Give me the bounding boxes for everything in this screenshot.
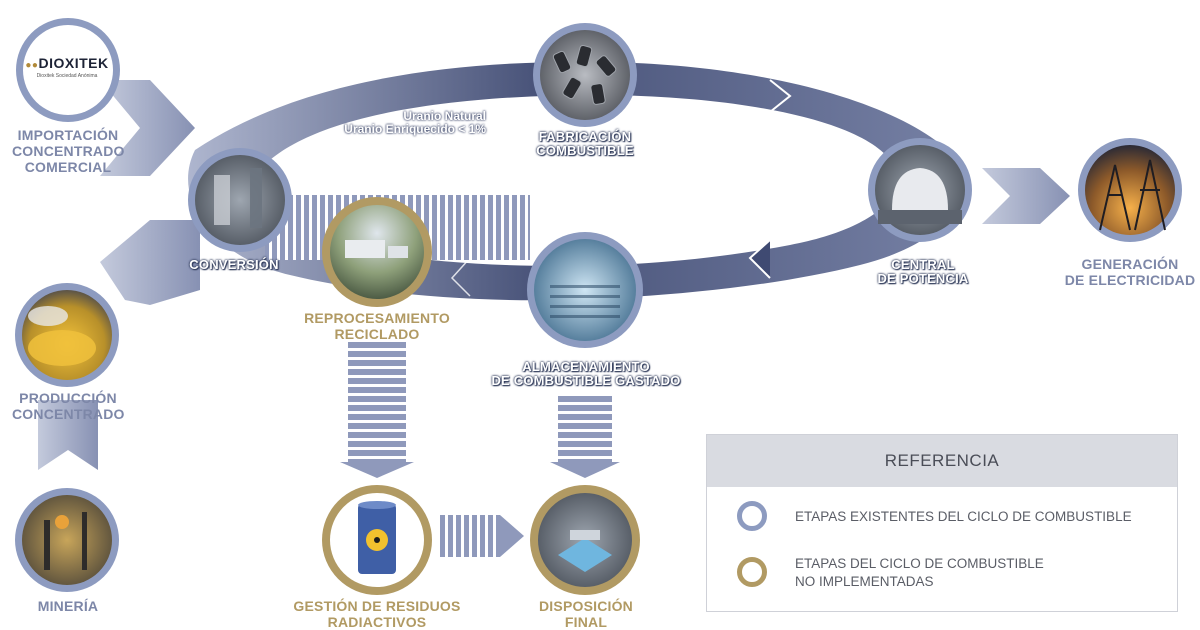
label-central-line1: CENTRAL <box>891 257 955 272</box>
arrow-importacion-to-conversion <box>100 80 195 176</box>
legend-not-implemented-text: ETAPAS DEL CICLO DE COMBUSTIBLE NO IMPLE… <box>795 555 1044 591</box>
label-reprocesamiento: REPROCESAMIENTO RECICLADO <box>300 310 454 342</box>
legend-row-not-implemented: ETAPAS DEL CICLO DE COMBUSTIBLE NO IMPLE… <box>737 553 1167 593</box>
legend-row-existing: ETAPAS EXISTENTES DEL CICLO DE COMBUSTIB… <box>737 501 1167 541</box>
logo-tagline: Dioxitek Sociedad Anónima <box>36 73 98 79</box>
label-almacenamiento-line1: ALMACENAMIENTO <box>522 359 650 374</box>
label-generacion: GENERACIÓN DE ELECTRICIDAD <box>1064 256 1196 288</box>
label-produccion-line1: PRODUCCIÓN <box>19 390 117 406</box>
label-almacenamiento-line2: DE COMBUSTIBLE GASTADO <box>491 373 681 388</box>
label-mineria-line1: MINERÍA <box>37 598 99 614</box>
arrow-mineria-to-produccion <box>38 400 98 470</box>
dioxitek-logo: ●●DIOXITEK Dioxitek Sociedad Anónima <box>20 56 114 80</box>
label-generacion-line2: DE ELECTRICIDAD <box>1064 272 1196 288</box>
stage-gestion-circle <box>322 485 432 595</box>
legend-not-implemented-line1: ETAPAS DEL CICLO DE COMBUSTIBLE <box>795 556 1044 571</box>
label-produccion-line2: CONCENTRADO <box>12 406 125 422</box>
label-fabricacion-line2: COMBUSTIBLE <box>536 143 634 158</box>
ring-text-natural: Uranio Natural <box>403 109 486 123</box>
stage-generacion-circle <box>1078 138 1182 242</box>
label-disposicion-line1: DISPOSICIÓN <box>539 598 633 614</box>
arrow-central-to-generacion <box>982 168 1070 224</box>
label-generacion-line1: GENERACIÓN <box>1081 256 1179 272</box>
stage-almacenamiento-circle <box>527 232 643 348</box>
stage-produccion-circle <box>15 283 119 387</box>
legend-not-implemented-line2: NO IMPLEMENTADAS <box>795 574 934 589</box>
arrow-almacenamiento-to-disposicion <box>550 395 620 478</box>
label-gestion-line2: RADIACTIVOS <box>327 614 427 630</box>
label-central-line2: DE POTENCIA <box>877 271 969 286</box>
stage-mineria-circle <box>15 488 119 592</box>
legend-blue-ring-icon <box>737 501 767 531</box>
logo-dots-icon: ●● <box>25 60 39 71</box>
label-disposicion-line2: FINAL <box>564 614 608 630</box>
label-produccion: PRODUCCIÓN CONCENTRADO <box>12 390 124 422</box>
label-conversion-line1: CONVERSIÓN <box>189 257 279 272</box>
arrow-reprocesamiento-to-gestion <box>340 342 414 478</box>
label-importacion: IMPORTACIÓN CONCENTRADO COMERCIAL <box>12 127 124 175</box>
label-conversion: CONVERSIÓN <box>178 258 290 272</box>
stage-central-circle <box>868 138 972 242</box>
stage-fabricacion-circle <box>533 23 637 127</box>
label-reprocesamiento-line2: RECICLADO <box>334 326 420 342</box>
label-almacenamiento: ALMACENAMIENTO DE COMBUSTIBLE GASTADO <box>478 360 694 388</box>
arrow-produccion-to-conversion <box>100 220 200 305</box>
legend-gold-ring-icon <box>737 557 767 587</box>
arrow-gestion-to-disposicion <box>440 515 524 557</box>
logo-brand: DIOXITEK <box>38 55 109 71</box>
label-central: CENTRAL DE POTENCIA <box>868 258 978 286</box>
label-importacion-line2: CONCENTRADO <box>12 143 125 159</box>
legend-box: REFERENCIA ETAPAS EXISTENTES DEL CICLO D… <box>706 434 1178 612</box>
label-importacion-line3: COMERCIAL <box>24 159 112 175</box>
stage-disposicion-circle <box>530 485 640 595</box>
legend-title: REFERENCIA <box>707 435 1177 487</box>
label-importacion-line1: IMPORTACIÓN <box>17 127 119 143</box>
label-disposicion: DISPOSICIÓN FINAL <box>528 598 644 630</box>
label-fabricacion-line1: FABRICACIÓN <box>538 129 632 144</box>
label-reprocesamiento-line1: REPROCESAMIENTO <box>304 310 450 326</box>
legend-existing-text: ETAPAS EXISTENTES DEL CICLO DE COMBUSTIB… <box>795 509 1132 524</box>
stage-conversion-circle <box>188 148 292 252</box>
ring-text: Uranio Natural Uranio Enriquecido < 1% <box>318 110 486 136</box>
label-gestion-line1: GESTIÓN DE RESIDUOS <box>293 598 461 614</box>
stage-reprocesamiento-circle <box>322 197 432 307</box>
ring-text-enriched: Uranio Enriquecido < 1% <box>344 122 486 136</box>
label-mineria: MINERÍA <box>12 598 124 614</box>
label-gestion: GESTIÓN DE RESIDUOS RADIACTIVOS <box>290 598 464 630</box>
label-fabricacion: FABRICACIÓN COMBUSTIBLE <box>530 130 640 158</box>
stage-importacion-circle <box>16 18 120 122</box>
